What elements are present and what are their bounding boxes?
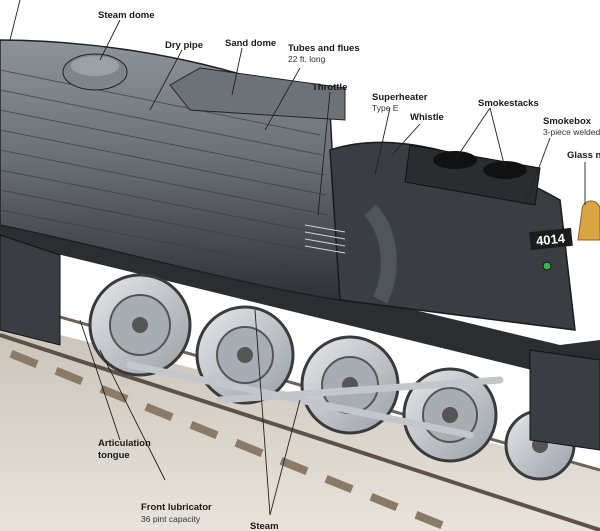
label-articulation-2: tongue <box>98 450 130 461</box>
number-plate <box>529 227 573 251</box>
label-steam-dome: Steam dome <box>98 10 155 21</box>
label-sand-dome: Sand dome <box>225 38 276 49</box>
label-throttle: Throttle <box>312 82 347 93</box>
sand-dome-body <box>169 67 346 121</box>
label-smokebox-sub: 3-piece welded <box>543 127 600 137</box>
locomotive-number: 4014 <box>535 231 566 249</box>
label-front-lubricator: Front lubricator <box>141 502 212 513</box>
driving-wheels <box>88 273 576 481</box>
steam-dome-cap <box>71 56 119 76</box>
leader-lines <box>9 0 586 516</box>
boiler-flues <box>0 69 335 276</box>
label-superheater-sub: Type E <box>372 103 399 113</box>
label-superheater: Superheater <box>372 92 428 103</box>
label-tubes-flues-sub: 22 ft. long <box>288 54 326 64</box>
label-front-lubricator-sub: 36 pint capacity <box>141 514 201 524</box>
front-cylinder <box>0 234 61 346</box>
marker-light <box>542 261 552 271</box>
label-smokestacks: Smokestacks <box>478 98 539 109</box>
label-whistle: Whistle <box>410 112 444 123</box>
bell <box>577 200 600 241</box>
smokestacks-shape <box>404 144 541 206</box>
rear-cylinder <box>529 349 600 451</box>
label-articulation-1: Articulation <box>98 438 151 449</box>
label-steam: Steam <box>250 521 279 531</box>
label-dry-pipe: Dry pipe <box>165 40 203 51</box>
label-glass-number: Glass nu <box>567 150 600 161</box>
track-ties <box>9 350 444 529</box>
throttle-coils <box>304 224 346 254</box>
label-smokebox: Smokebox <box>543 116 592 127</box>
rail-near <box>0 333 600 531</box>
label-tubes-flues: Tubes and flues <box>288 43 360 54</box>
steam-pipe <box>363 204 397 304</box>
